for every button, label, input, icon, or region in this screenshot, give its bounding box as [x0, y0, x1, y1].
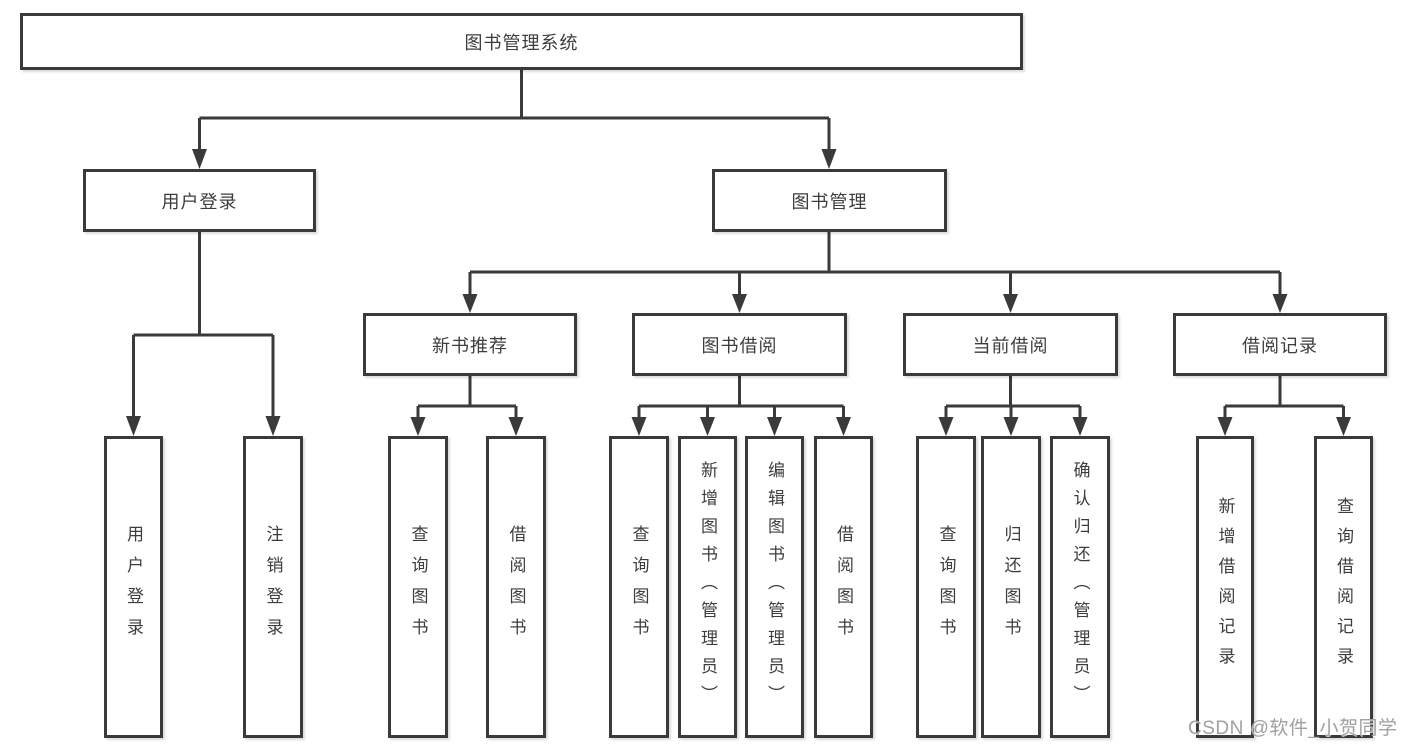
- arrow-down-icon: [938, 417, 954, 436]
- leaf-current-confirm-return-admin-label: 确认归还（管理员）: [1070, 461, 1090, 713]
- arrow-down-icon: [1336, 417, 1351, 436]
- arrow-down-icon: [700, 417, 715, 436]
- leaf-logout: 注销登录: [243, 436, 303, 738]
- arrow-down-icon: [265, 416, 281, 436]
- node-book-borrow: 图书借阅: [632, 313, 847, 376]
- connector-user-login: [126, 232, 281, 436]
- leaf-current-return-books: 归还图书: [981, 436, 1041, 738]
- leaf-borrow-borrow-books-label: 借阅图书: [834, 525, 853, 649]
- leaf-recommend-borrow-books: 借阅图书: [486, 436, 546, 738]
- arrow-down-icon: [508, 417, 524, 436]
- leaf-recommend-borrow-books-label: 借阅图书: [506, 525, 526, 649]
- leaf-borrow-borrow-books: 借阅图书: [814, 436, 873, 738]
- node-new-book-recommend: 新书推荐: [363, 313, 577, 376]
- node-root-system: 图书管理系统: [20, 13, 1023, 70]
- arrow-down-icon: [1272, 294, 1288, 313]
- node-user-login: 用户登录: [83, 169, 316, 232]
- connector-book-borrow: [631, 376, 851, 436]
- arrow-down-icon: [836, 417, 851, 436]
- arrow-down-icon: [410, 417, 426, 436]
- arrow-down-icon: [1217, 417, 1233, 436]
- leaf-borrow-add-books-admin-label: 新增图书（管理员）: [698, 461, 717, 713]
- connector-borrow-records: [1217, 376, 1351, 436]
- leaf-user-login-label: 用户登录: [124, 525, 143, 649]
- node-user-login-label: 用户登录: [161, 191, 238, 212]
- leaf-current-query-books: 查询图书: [916, 436, 976, 738]
- leaf-user-login: 用户登录: [104, 436, 163, 738]
- arrow-down-icon: [767, 417, 782, 436]
- leaf-borrow-edit-books-admin-label: 编辑图书（管理员）: [765, 461, 784, 713]
- arrow-down-icon: [192, 149, 207, 169]
- leaf-records-add-record: 新增借阅记录: [1196, 436, 1254, 738]
- leaf-borrow-query-books-label: 查询图书: [629, 525, 649, 649]
- arrow-down-icon: [1072, 417, 1088, 436]
- arrow-down-icon: [821, 149, 837, 169]
- leaf-current-return-books-label: 归还图书: [1001, 525, 1021, 649]
- node-book-borrow-label: 图书借阅: [701, 335, 778, 356]
- connector-book-management: [462, 232, 1288, 313]
- leaf-recommend-query-books: 查询图书: [388, 436, 448, 738]
- node-current-borrow-label: 当前借阅: [972, 335, 1049, 356]
- connector-current-borrow: [938, 376, 1088, 436]
- node-root-label: 图书管理系统: [464, 32, 579, 53]
- leaf-current-query-books-label: 查询图书: [936, 525, 956, 649]
- leaf-borrow-edit-books-admin: 编辑图书（管理员）: [745, 436, 804, 738]
- node-book-management-label: 图书管理: [791, 191, 868, 212]
- leaf-records-query-record-label: 查询借阅记录: [1334, 497, 1353, 677]
- arrow-down-icon: [126, 416, 141, 436]
- leaf-borrow-query-books: 查询图书: [609, 436, 669, 738]
- leaf-recommend-query-books-label: 查询图书: [408, 525, 428, 649]
- leaf-records-query-record: 查询借阅记录: [1314, 436, 1373, 738]
- connector-root: [192, 70, 837, 169]
- node-book-management: 图书管理: [712, 169, 947, 232]
- node-current-borrow: 当前借阅: [903, 313, 1118, 376]
- leaf-records-add-record-label: 新增借阅记录: [1215, 497, 1235, 677]
- arrow-down-icon: [732, 294, 747, 313]
- connector-new-book-recommend: [410, 376, 524, 436]
- arrow-down-icon: [462, 294, 478, 313]
- leaf-current-confirm-return-admin: 确认归还（管理员）: [1050, 436, 1110, 738]
- arrow-down-icon: [631, 417, 647, 436]
- node-borrow-records: 借阅记录: [1173, 313, 1387, 376]
- node-borrow-records-label: 借阅记录: [1242, 335, 1318, 356]
- arrow-down-icon: [1003, 417, 1019, 436]
- csdn-watermark: CSDN @软件_小贺同学: [1188, 718, 1398, 739]
- arrow-down-icon: [1003, 294, 1018, 313]
- leaf-logout-label: 注销登录: [263, 525, 283, 649]
- node-new-book-recommend-label: 新书推荐: [432, 335, 508, 356]
- leaf-borrow-add-books-admin: 新增图书（管理员）: [678, 436, 737, 738]
